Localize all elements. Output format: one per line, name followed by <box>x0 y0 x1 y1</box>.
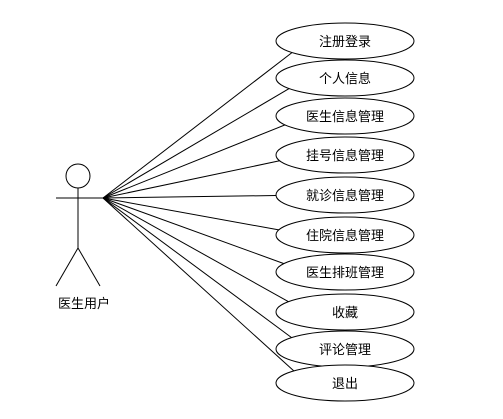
use-case-list: 注册登录 个人信息 医生信息管理 挂号信息管理 就诊信息管理 住院信息管理 医生… <box>275 22 415 402</box>
use-case-label: 医生信息管理 <box>306 109 384 125</box>
association-line <box>102 124 286 199</box>
use-case-ellipse <box>275 136 415 174</box>
use-case-ellipse <box>275 59 415 97</box>
association-line <box>102 197 295 372</box>
use-case-label: 就诊信息管理 <box>306 188 384 204</box>
use-case-ellipse <box>275 253 415 291</box>
use-case-ellipse <box>275 97 415 135</box>
use-case-ellipse <box>275 22 415 60</box>
actor-right-leg <box>77 247 101 287</box>
use-case: 注册登录 <box>275 22 415 60</box>
use-case-ellipse <box>275 216 415 254</box>
use-case-label: 挂号信息管理 <box>306 148 384 164</box>
use-case: 住院信息管理 <box>275 216 415 254</box>
use-case-ellipse <box>275 176 415 214</box>
use-case-label: 个人信息 <box>319 71 371 87</box>
association-lines <box>102 52 295 372</box>
use-case: 评论管理 <box>275 330 415 368</box>
use-case: 退出 <box>275 364 415 402</box>
use-case-ellipse <box>275 293 415 331</box>
use-case-label: 退出 <box>332 377 358 392</box>
use-case: 个人信息 <box>275 59 415 97</box>
use-case: 医生排班管理 <box>275 253 415 291</box>
association-line <box>102 52 293 199</box>
use-case-label: 医生排班管理 <box>306 266 384 281</box>
actor-head <box>65 163 91 189</box>
association-line <box>102 160 280 199</box>
use-case-ellipse <box>275 364 415 402</box>
use-case-label: 评论管理 <box>319 343 371 358</box>
actor-label: 医生用户 <box>58 296 110 312</box>
association-line <box>102 88 290 199</box>
use-case: 就诊信息管理 <box>275 176 415 214</box>
use-case: 挂号信息管理 <box>275 136 415 174</box>
association-line <box>102 197 279 231</box>
use-case: 医生信息管理 <box>275 97 415 135</box>
actor: 医生用户 <box>55 163 110 312</box>
association-line <box>102 195 277 199</box>
use-case-label: 收藏 <box>332 306 358 321</box>
use-case-label: 注册登录 <box>319 35 371 50</box>
association-line <box>102 197 285 265</box>
use-case-label: 住院信息管理 <box>306 228 384 244</box>
association-line <box>102 197 292 339</box>
actor-left-leg <box>55 247 79 287</box>
use-case: 收藏 <box>275 293 415 331</box>
association-line <box>102 197 289 303</box>
